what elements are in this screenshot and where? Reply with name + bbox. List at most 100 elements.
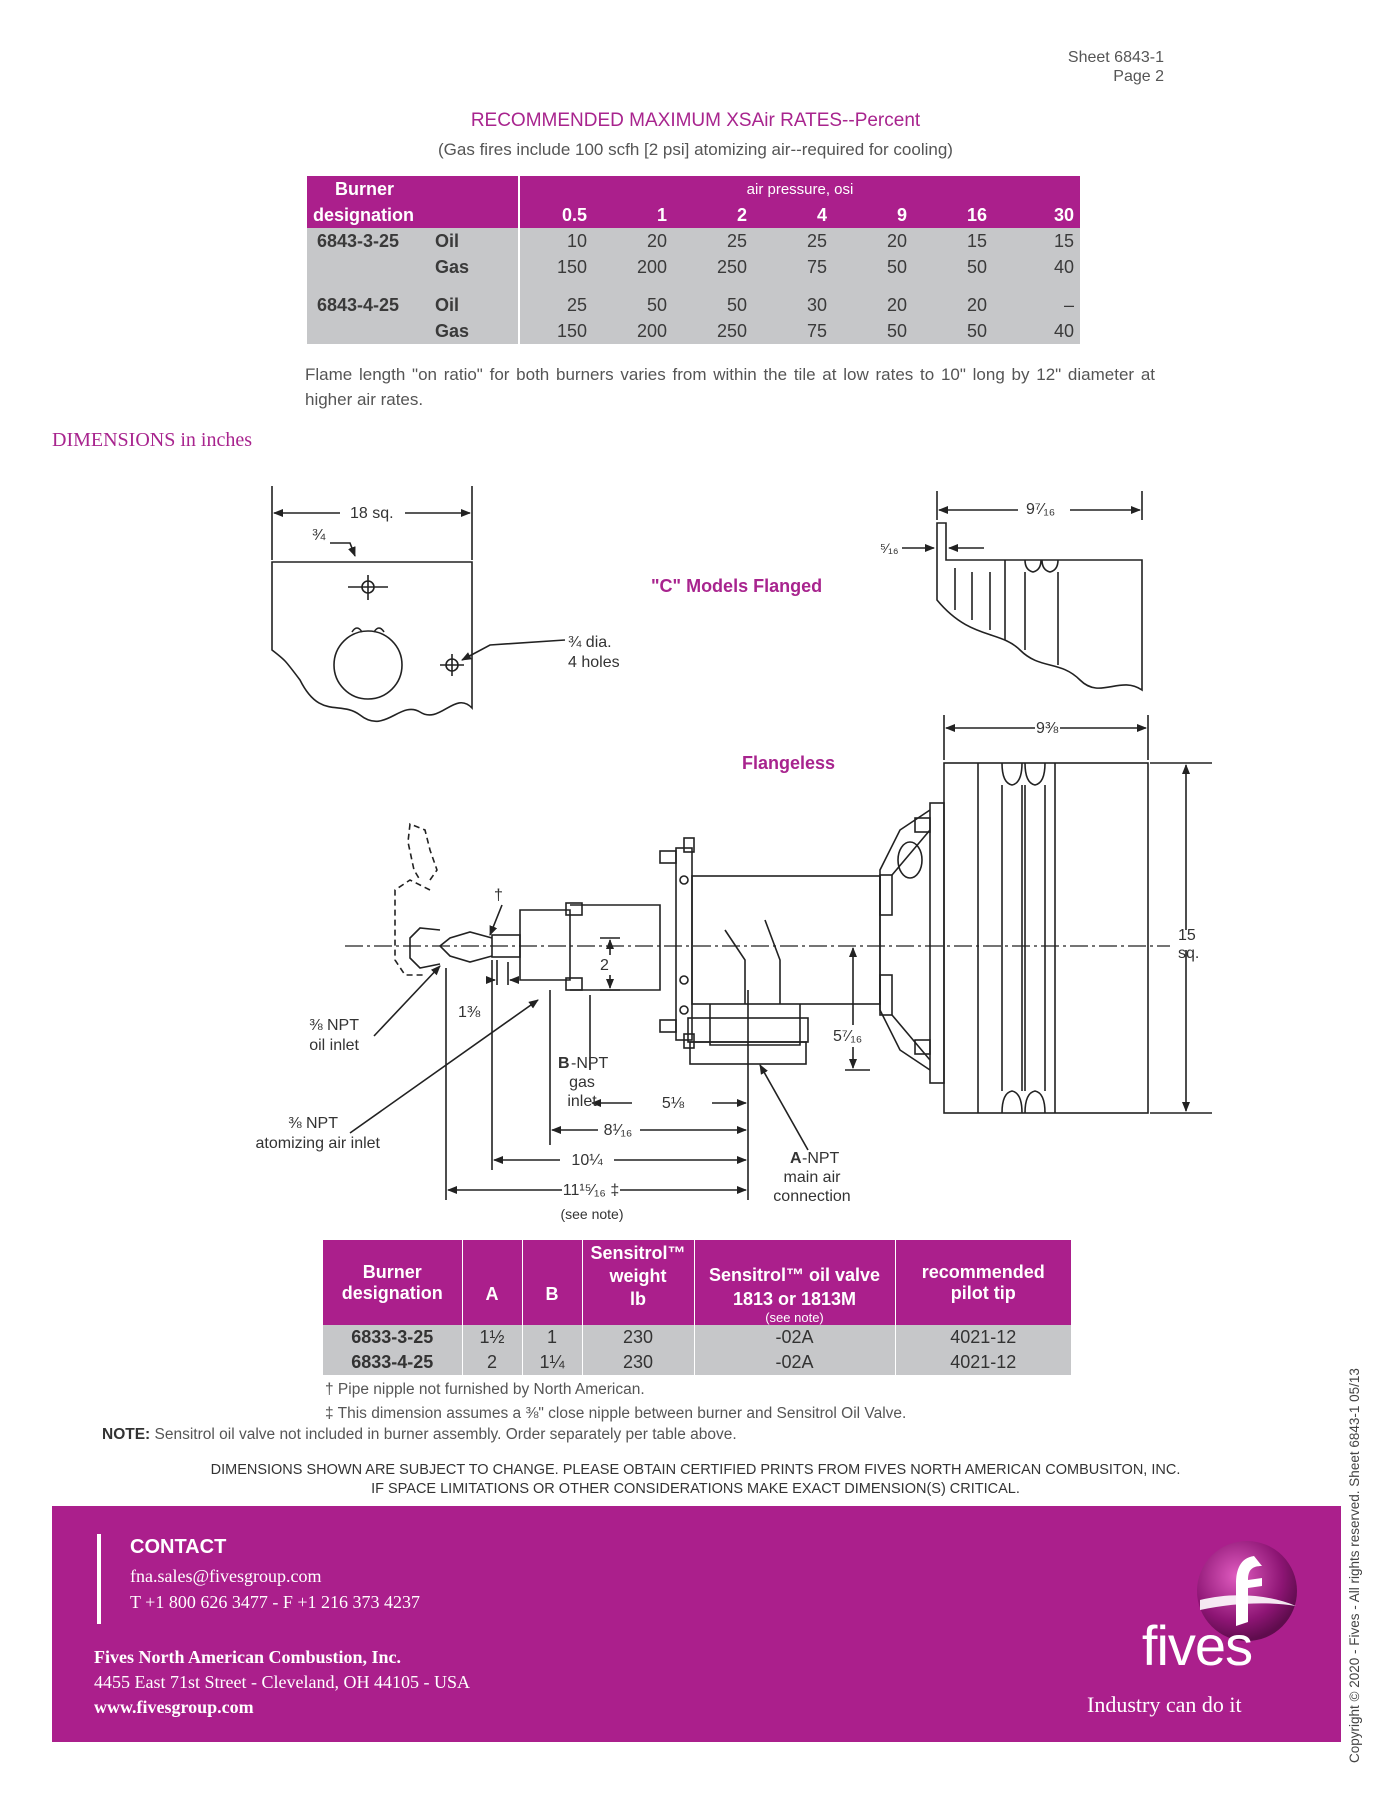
fuel-cell: Gas <box>427 254 520 280</box>
main-air-a: A <box>790 1150 802 1167</box>
value-cell: 200 <box>599 318 679 344</box>
a-cell: 2 <box>462 1350 523 1375</box>
contact-divider <box>97 1534 101 1624</box>
value-cell: – <box>999 292 1080 318</box>
main-air-label-2: main air <box>784 1169 842 1186</box>
table-row: 6833-4-25 2 1¼ 230 -02A 4021-12 <box>323 1350 1071 1375</box>
burner-cell: 6833-3-25 <box>323 1325 463 1350</box>
sheet-number: Sheet 6843-1 <box>1067 49 1164 66</box>
dim-5-16: ⁵⁄₁₆ <box>880 540 899 556</box>
footnote-ddagger: ‡ This dimension assumes a ⅜" close nipp… <box>325 1405 907 1422</box>
dim-9-7-16: 9⁷⁄₁₆ <box>1026 501 1055 518</box>
fives-logo-icon <box>1197 1541 1297 1641</box>
pressure-header: 1 <box>599 202 679 228</box>
holes-label-2: 4 holes <box>568 654 620 671</box>
value-cell: 50 <box>839 318 919 344</box>
table-row: 6833-3-25 1½ 1 230 -02A 4021-12 <box>323 1325 1071 1350</box>
fuel-cell: Oil <box>427 292 520 318</box>
header-oil-valve: Sensitrol™ oil valve 1813 or 1813M (see … <box>694 1240 896 1325</box>
a-cell: 1½ <box>462 1325 523 1350</box>
company-website[interactable]: www.fivesgroup.com <box>94 1697 254 1717</box>
dim-18-sq: 18 sq. <box>350 505 394 522</box>
sheet-info: Sheet 6843-1 Page 2 <box>1068 48 1164 86</box>
pressure-header: 16 <box>919 202 999 228</box>
value-cell: 20 <box>599 228 679 254</box>
value-cell: 50 <box>919 254 999 280</box>
copyright-container: Copyright © 2020 - Fives - All rights re… <box>1347 1368 1363 1779</box>
burner-cell: 6843-4-25 <box>307 292 427 318</box>
value-cell: 15 <box>919 228 999 254</box>
pressure-header: 30 <box>999 202 1080 228</box>
header-burner: Burner designation <box>323 1240 463 1325</box>
xsair-table: Burner air pressure, osi designation 0.5… <box>307 176 1080 344</box>
note-label: NOTE: <box>102 1426 151 1443</box>
value-cell: 20 <box>839 292 919 318</box>
pressure-header: 2 <box>679 202 759 228</box>
note-text: Sensitrol oil valve not included in burn… <box>150 1426 737 1443</box>
contact-email[interactable]: fna.sales@fivesgroup.com <box>130 1566 322 1586</box>
dagger-mark: † <box>494 887 503 904</box>
flange-face-view <box>271 486 566 723</box>
burner-cell <box>307 318 427 344</box>
fuel-cell: Gas <box>427 318 520 344</box>
value-cell: 250 <box>679 318 759 344</box>
header-a: A <box>462 1240 523 1325</box>
pressure-header: 9 <box>839 202 919 228</box>
header-b: B <box>522 1240 583 1325</box>
burner-cell <box>307 254 427 280</box>
weight-cell: 230 <box>582 1325 695 1350</box>
tagline: Industry can do it <box>1087 1692 1242 1717</box>
page-number: Page 2 <box>1113 68 1164 85</box>
value-cell: 25 <box>519 292 599 318</box>
dim-15: 15 <box>1178 927 1196 944</box>
gas-inlet-label-3: inlet <box>567 1093 597 1110</box>
dim-sq: sq. <box>1178 945 1199 962</box>
pilot-cell: 4021-12 <box>895 1350 1071 1375</box>
dim-1-3-8: 1⅜ <box>458 1004 481 1021</box>
value-cell: 50 <box>679 292 759 318</box>
xsair-title: RECOMMENDED MAXIMUM XSAir RATES--Percent <box>470 110 921 131</box>
oil-inlet-label-1: ⅜ NPT <box>309 1017 359 1034</box>
value-cell: 75 <box>759 318 839 344</box>
dim-11-15-16: 11¹⁵⁄₁₆ ‡ <box>563 1182 619 1199</box>
value-cell: 15 <box>999 228 1080 254</box>
burner-dimension-drawing: 18 sq. ¾ ¾ dia. 4 holes "C" Models Flang… <box>256 486 1212 1222</box>
xsair-subtitle: (Gas fires include 100 scfh [2 psi] atom… <box>438 140 953 159</box>
company-name: Fives North American Combustion, Inc. <box>94 1647 401 1667</box>
atomizing-label-1: ⅜ NPT <box>288 1115 338 1132</box>
value-cell: 10 <box>519 228 599 254</box>
table-row: 6843-3-25 Oil 10 20 25 25 20 15 15 <box>307 228 1080 254</box>
flame-length-note: Flame length "on ratio" for both burners… <box>305 365 1155 409</box>
dim-9-3-8: 9⅜ <box>1036 720 1059 737</box>
value-cell: 20 <box>919 292 999 318</box>
gas-inlet-label-2: gas <box>569 1074 595 1091</box>
dimensions-table: Burner designation A B Sensitrol™ weight… <box>323 1240 1071 1375</box>
value-cell: 25 <box>679 228 759 254</box>
pressure-header: 0.5 <box>518 202 599 228</box>
contact-heading: CONTACT <box>130 1536 227 1558</box>
dim-5-1-8: 5⅛ <box>662 1095 685 1112</box>
valve-cell: -02A <box>694 1325 896 1350</box>
pilot-cell: 4021-12 <box>895 1325 1071 1350</box>
value-cell: 30 <box>759 292 839 318</box>
value-cell: 50 <box>919 318 999 344</box>
copyright-text: Copyright © 2020 - Fives - All rights re… <box>1347 1368 1362 1763</box>
weight-cell: 230 <box>582 1350 695 1375</box>
table-row: 6843-4-25 Oil 25 50 50 30 20 20 – <box>307 292 1080 318</box>
dim-2: 2 <box>600 957 609 974</box>
c-models-label: "C" Models Flanged <box>651 576 822 596</box>
contact-phone: T +1 800 626 3477 - F +1 216 373 4237 <box>130 1592 420 1612</box>
header-burner-1: Burner <box>307 176 519 202</box>
gas-inlet-label-1: -NPT <box>571 1055 609 1072</box>
holes-label-1: ¾ dia. <box>568 634 612 651</box>
dim-8-1-16: 8¹⁄₁₆ <box>604 1122 633 1139</box>
valve-cell: -02A <box>694 1350 896 1375</box>
see-note-label: (see note) <box>560 1206 623 1222</box>
main-air-label-1: -NPT <box>802 1150 840 1167</box>
dim-3-4: ¾ <box>312 527 326 544</box>
company-address: 4455 East 71st Street - Cleveland, OH 44… <box>94 1672 470 1692</box>
oil-inlet-label-2: oil inlet <box>309 1037 359 1054</box>
burner-cell: 6833-4-25 <box>323 1350 463 1375</box>
footnote-dagger: † Pipe nipple not furnished by North Ame… <box>325 1381 645 1398</box>
value-cell: 50 <box>839 254 919 280</box>
